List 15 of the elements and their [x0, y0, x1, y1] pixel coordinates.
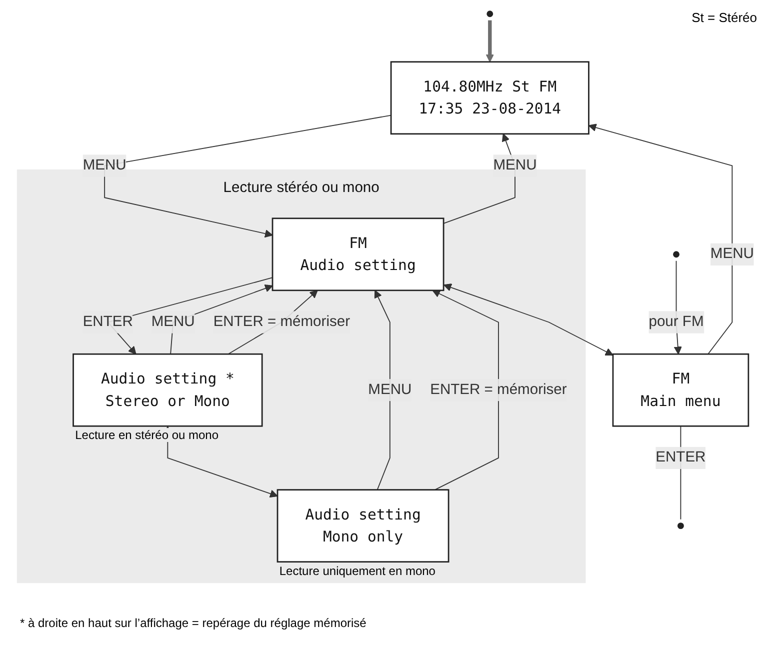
node-box	[276, 489, 450, 563]
arrow	[432, 290, 499, 490]
arrow	[374, 290, 390, 490]
node-caption: Lecture en stéréo ou mono	[73, 428, 221, 442]
arrow	[104, 114, 392, 238]
node-box	[612, 353, 749, 427]
node-box	[390, 61, 590, 135]
abbreviation-note: St = Stéréo	[692, 10, 757, 25]
cluster	[16, 169, 586, 584]
arrow	[443, 284, 614, 356]
node-caption: Lecture uniquement en mono	[277, 564, 438, 578]
node-box	[272, 218, 444, 292]
footnote: * à droite en haut sur l’affichage = repérage du réglage mémorisé	[20, 616, 366, 630]
node-box	[72, 353, 263, 427]
arrow	[486, 20, 494, 62]
